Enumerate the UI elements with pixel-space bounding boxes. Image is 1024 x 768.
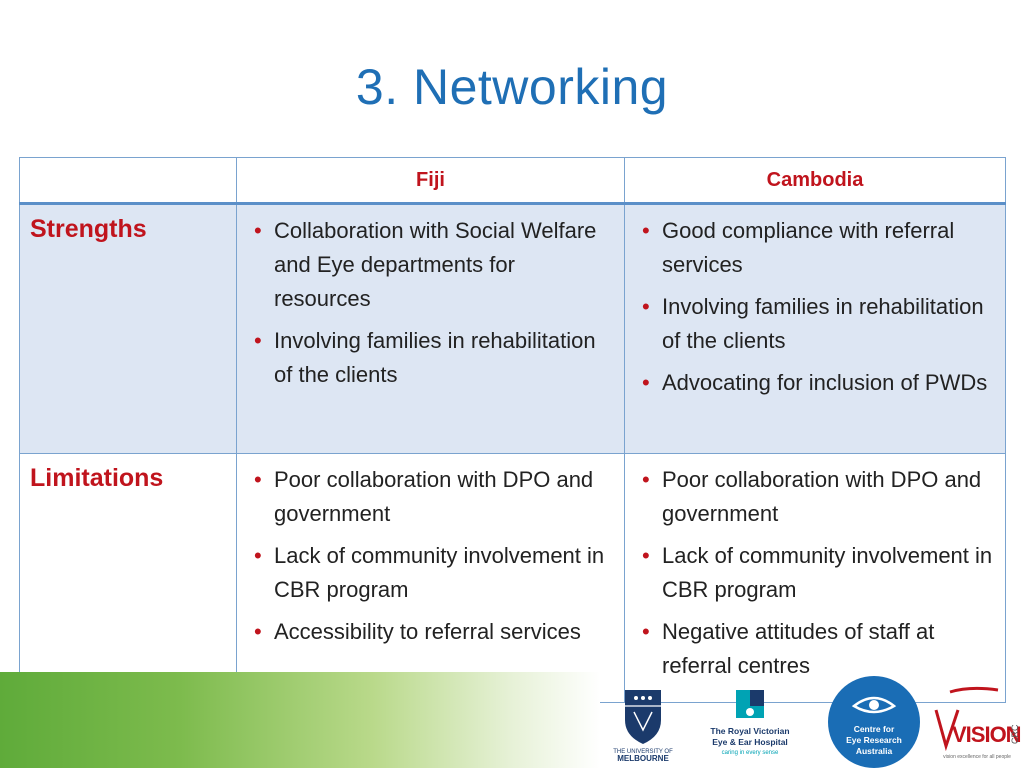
vision-crc-logo: VISION CRC vision excellence for all peo… xyxy=(934,686,1022,760)
table-row: Limitations Poor collaboration with DPO … xyxy=(19,453,1006,703)
rveeh-line1: The Royal Victorian xyxy=(710,726,789,736)
networking-table: Fiji Cambodia Strengths Collaboration wi… xyxy=(19,157,1006,703)
vision-tagline: vision excellence for all people xyxy=(943,754,1011,760)
list-item: Involving families in rehabilitation of … xyxy=(640,290,998,358)
list-item: Involving families in rehabilitation of … xyxy=(252,324,617,392)
list-item: Collaboration with Social Welfare and Ey… xyxy=(252,214,617,316)
list-item: Advocating for inclusion of PWDs xyxy=(640,366,998,400)
list-item: Accessibility to referral services xyxy=(252,615,617,649)
cell-limitations-fiji: Poor collaboration with DPO and governme… xyxy=(236,453,625,703)
uom-line2: MELBOURNE xyxy=(617,754,669,763)
cell-strengths-cambodia: Good compliance with referral services I… xyxy=(624,203,1006,454)
header-fiji: Fiji xyxy=(236,157,625,205)
row-label-limitations: Limitations xyxy=(19,453,237,703)
cera-line1: Centre for xyxy=(854,724,895,734)
header-cambodia: Cambodia xyxy=(624,157,1006,205)
rveeh-line2: Eye & Ear Hospital xyxy=(712,737,788,747)
cell-strengths-fiji: Collaboration with Social Welfare and Ey… xyxy=(236,203,625,454)
list-item: Lack of community involvement in CBR pro… xyxy=(640,539,998,607)
centre-for-eye-research-australia-logo: Centre for Eye Research Australia xyxy=(828,676,920,768)
header-empty-cell xyxy=(19,157,237,205)
table-row: Strengths Collaboration with Social Welf… xyxy=(19,203,1006,454)
rveeh-tagline: caring in every sense xyxy=(722,750,779,756)
vision-suffix: CRC xyxy=(1010,724,1020,744)
list-item: Negative attitudes of staff at referral … xyxy=(640,615,998,683)
slide-title: 3. Networking xyxy=(355,59,669,115)
university-of-melbourne-logo: THE UNIVERSITY OF MELBOURNE xyxy=(613,690,673,763)
uom-line1: THE UNIVERSITY OF xyxy=(613,749,673,755)
list-item: Poor collaboration with DPO and governme… xyxy=(640,463,998,531)
row-label-strengths: Strengths xyxy=(19,203,237,454)
cell-limitations-cambodia: Poor collaboration with DPO and governme… xyxy=(624,453,1006,703)
table-header-row: Fiji Cambodia xyxy=(19,157,1006,205)
list-item: Poor collaboration with DPO and governme… xyxy=(252,463,617,531)
list-item: Good compliance with referral services xyxy=(640,214,998,282)
cera-line3: Australia xyxy=(856,746,893,756)
cera-line2: Eye Research xyxy=(846,735,902,745)
vision-word: VISION xyxy=(952,722,1021,747)
royal-victorian-eye-ear-hospital-logo: The Royal Victorian Eye & Ear Hospital c… xyxy=(710,690,790,756)
footer-green-band xyxy=(0,672,600,768)
list-item: Lack of community involvement in CBR pro… xyxy=(252,539,617,607)
